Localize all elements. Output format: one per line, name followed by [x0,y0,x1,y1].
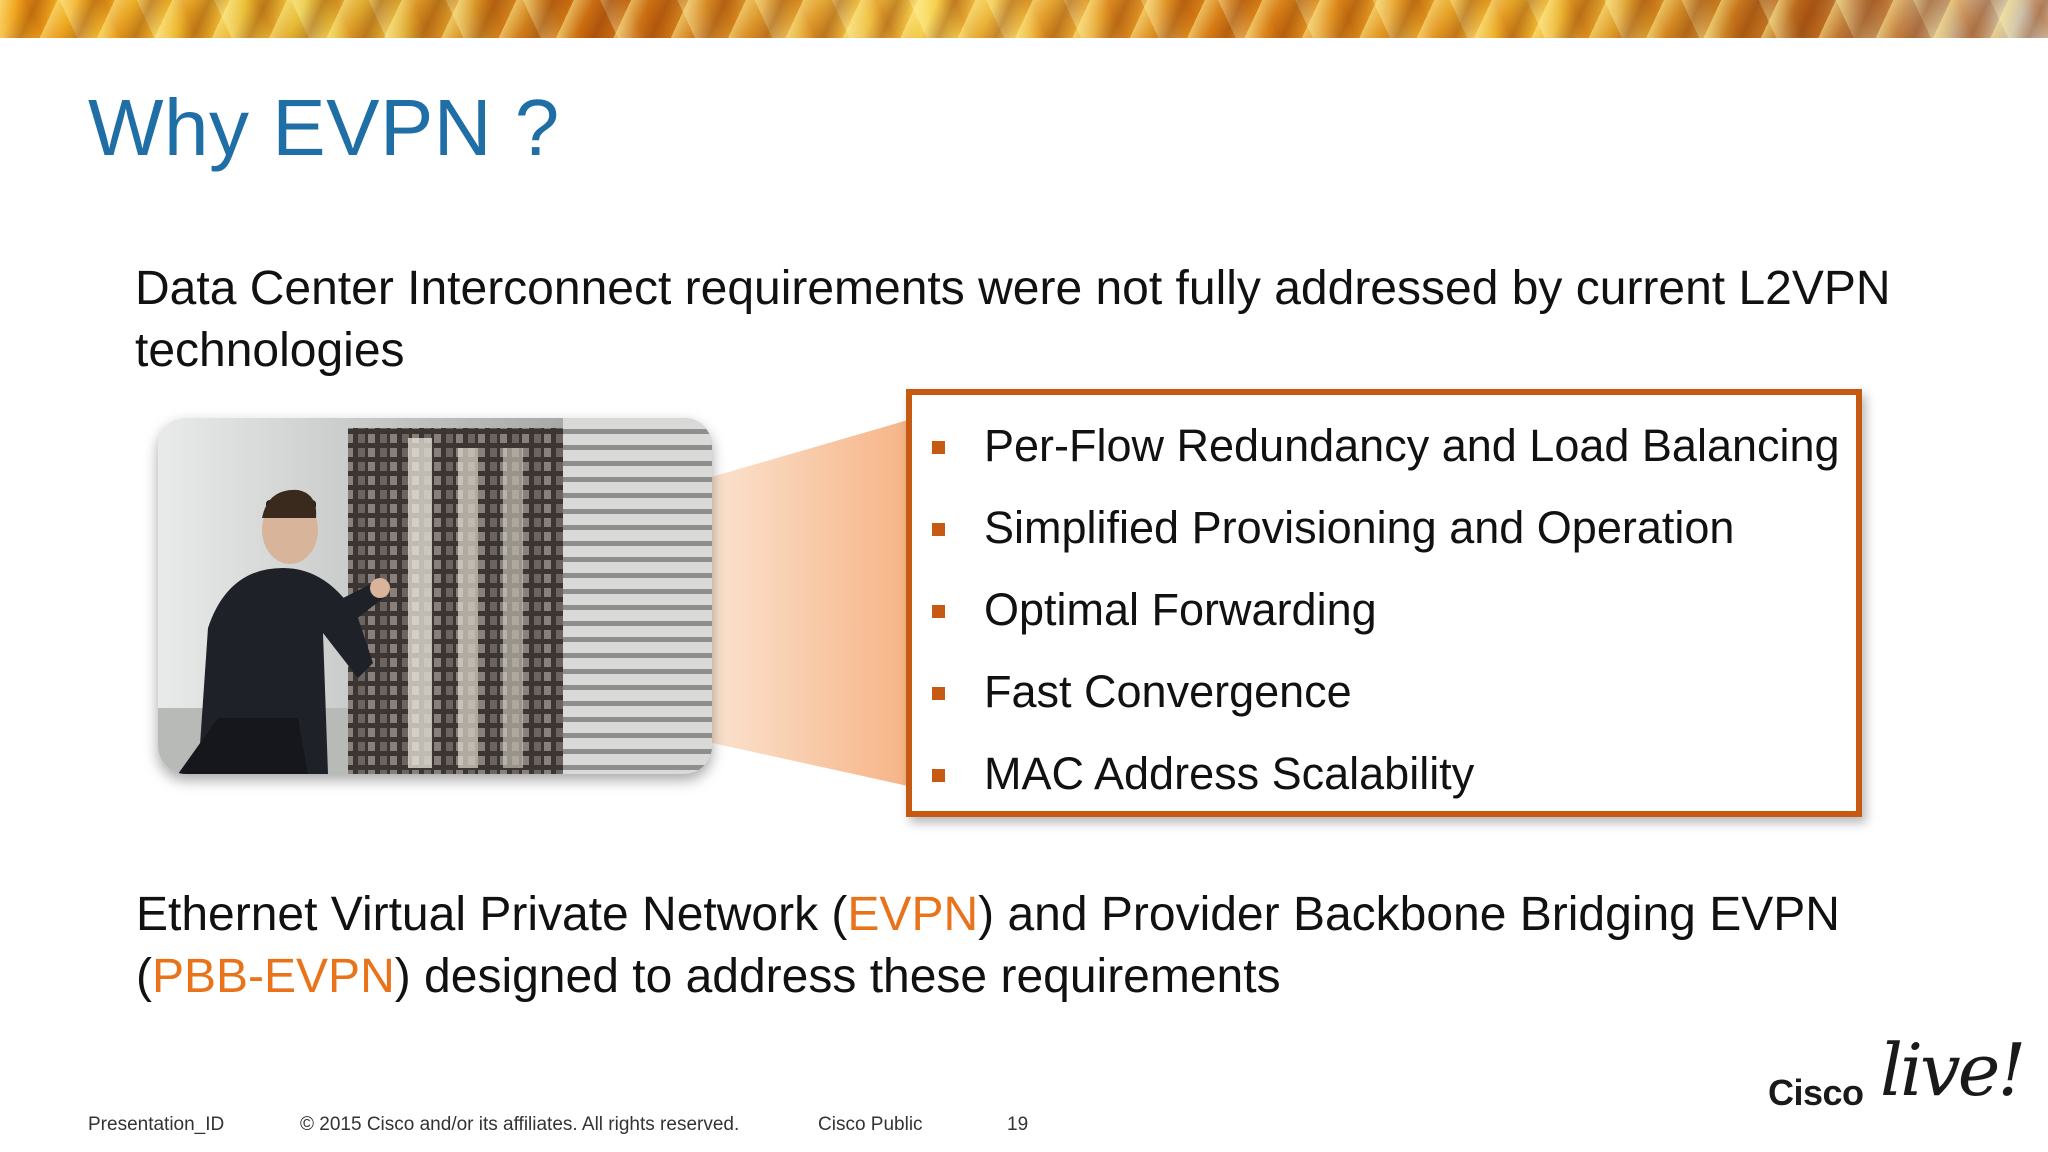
requirement-item: Per-Flow Redundancy and Load Balancing [912,415,1840,497]
requirement-label: Optimal Forwarding [984,584,1377,635]
requirement-label: Per-Flow Redundancy and Load Balancing [984,420,1840,471]
technician-photo [158,418,712,774]
requirement-label: MAC Address Scalability [984,748,1475,799]
requirements-list: Per-Flow Redundancy and Load Balancing S… [912,415,1840,825]
requirement-item: MAC Address Scalability [912,743,1840,825]
square-bullet-icon [932,687,945,700]
square-bullet-icon [932,441,945,454]
logo-brand: Cisco [1768,1072,1864,1113]
slide-title: Why EVPN ? [88,83,560,172]
requirement-label: Simplified Provisioning and Operation [984,502,1735,553]
footer-presentation-id: Presentation_ID [88,1114,225,1135]
square-bullet-icon [932,523,945,536]
requirement-item: Fast Convergence [912,661,1840,743]
footer-page-number: 19 [1007,1114,1029,1135]
footer-classification: Cisco Public [818,1114,923,1135]
logo-event: live! [1880,1028,2026,1112]
header-banner [0,0,2048,38]
outro-part2: ) and Provider Backbone Bridging EVPN ( [136,888,1840,1003]
footer-copyright: © 2015 Cisco and/or its affiliates. All … [300,1114,740,1135]
evpn-highlight: EVPN [847,888,979,941]
outro-part3: ) designed to address these requirements [394,950,1281,1003]
requirement-label: Fast Convergence [984,666,1352,717]
intro-text: Data Center Interconnect requirements we… [135,262,1891,377]
requirements-callout: Per-Flow Redundancy and Load Balancing S… [906,389,1862,817]
requirement-item: Optimal Forwarding [912,579,1840,661]
outro-part1: Ethernet Virtual Private Network ( [136,888,848,941]
outro-text: Ethernet Virtual Private Network (EVPN) … [136,884,1976,1008]
pbb-evpn-highlight: PBB-EVPN [151,950,395,1003]
square-bullet-icon [932,605,945,618]
requirement-item: Simplified Provisioning and Operation [912,497,1840,579]
square-bullet-icon [932,769,945,782]
cisco-live-logo: Cisco live! [1768,1028,2026,1118]
